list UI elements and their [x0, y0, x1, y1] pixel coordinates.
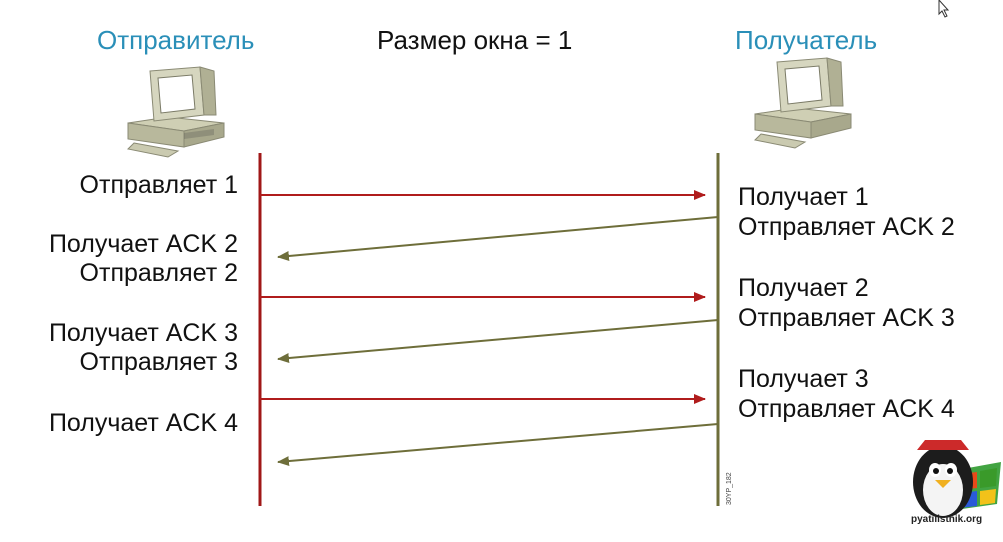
receiver-event-4: Отправляет ACK 3	[738, 304, 955, 332]
ack-arrow-3	[277, 319, 719, 364]
computer-icon	[753, 57, 852, 149]
figure-id: 30YP_182	[726, 472, 733, 505]
receiver-event-1: Получает 1	[738, 183, 869, 211]
sender-event-3: Отправляет 2	[79, 259, 238, 287]
sender-title: Отправитель	[97, 25, 255, 55]
sender-event-4: Получает ACK 3	[48, 319, 238, 347]
sender-event-2: Получает ACK 2	[48, 230, 238, 258]
receiver-event-6: Отправляет ACK 4	[738, 395, 955, 423]
receiver-title: Получатель	[735, 25, 878, 55]
penguin-logo-icon	[913, 440, 1001, 518]
receiver-event-2: Отправляет ACK 2	[738, 213, 955, 241]
window-size-label: Размер окна = 1	[377, 25, 573, 55]
sender-event-1: Отправляет 1	[79, 171, 238, 199]
cursor-icon	[938, 0, 950, 18]
watermark-text: pyatilistnik.org	[911, 514, 983, 525]
ack-arrow-2	[277, 216, 719, 261]
receiver-event-5: Получает 3	[738, 365, 869, 393]
computer-icon	[126, 66, 225, 158]
sender-event-6: Получает ACK 4	[48, 409, 238, 437]
sender-event-5: Отправляет 3	[79, 348, 238, 376]
ack-arrow-4	[277, 423, 719, 467]
receiver-event-3: Получает 2	[738, 274, 869, 302]
